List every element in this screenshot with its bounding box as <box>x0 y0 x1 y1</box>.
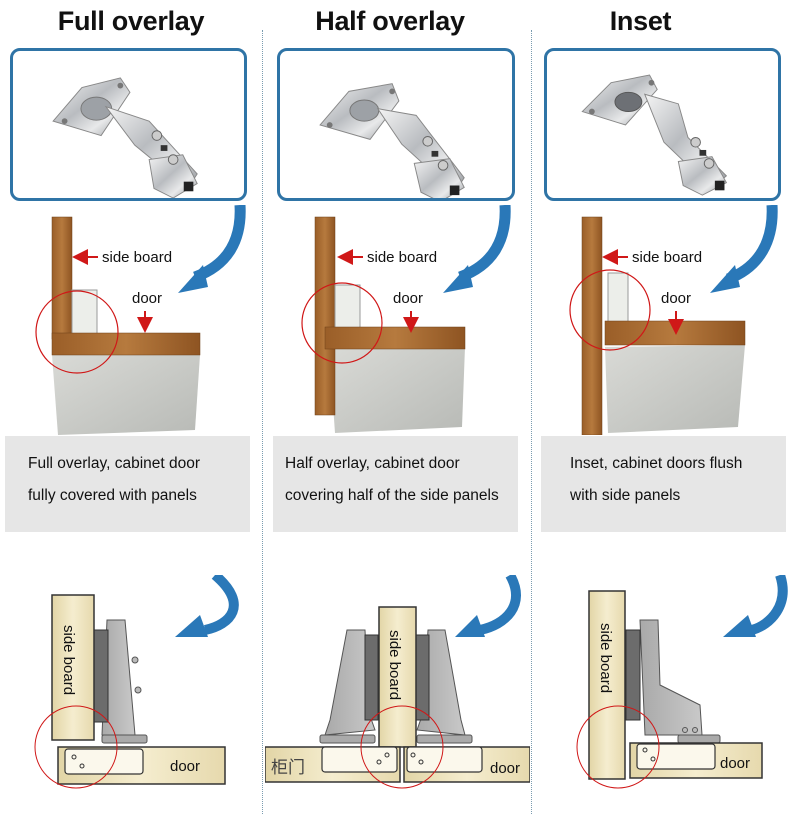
blue-arrow-head-icon <box>175 615 208 637</box>
highlight-circle <box>360 705 444 789</box>
column-divider <box>531 30 532 814</box>
hinge-diagram-half-overlay: side board 柜门 door <box>265 575 530 789</box>
panel-title: Half overlay <box>315 6 465 36</box>
door-label: door <box>490 760 520 777</box>
side-board-label: side board <box>60 625 77 695</box>
panel-full-overlay: Full overlay <box>0 0 262 814</box>
hinge-photo-frame <box>544 48 781 201</box>
blue-arrow-head-icon <box>710 265 740 293</box>
highlight-circle <box>576 705 660 789</box>
blue-arrow-head-icon <box>178 265 208 293</box>
cabinet-photo: side board door <box>35 205 246 435</box>
side-board-label: side board <box>386 630 403 700</box>
caption-line: covering half of the side panels <box>285 487 499 504</box>
hinge-photo-frame <box>10 48 247 201</box>
panel-half-overlay: Half overlay side board doo <box>265 0 530 814</box>
cabinet-photo: side board door <box>569 205 778 435</box>
blue-arrow-head-icon <box>723 615 756 637</box>
panel-inset: Inset side board door <box>533 0 790 814</box>
highlight-circle <box>35 290 119 374</box>
caption-line: Inset, cabinet doors flush <box>570 455 743 472</box>
caption-line: Full overlay, cabinet door <box>28 455 201 472</box>
cabinet-photo: side board door <box>301 205 511 433</box>
blue-arrow-icon <box>478 575 521 635</box>
blue-arrow-head-icon <box>443 265 473 293</box>
blue-arrow-icon <box>457 205 511 283</box>
caption-box: Full overlay, cabinet door fully covered… <box>5 436 250 532</box>
hinge-diagram-full-overlay: side board door <box>34 575 239 789</box>
side-board-label: side board <box>597 623 614 693</box>
caption-line: with side panels <box>570 487 681 504</box>
caption-line: fully covered with panels <box>28 487 197 504</box>
panel-title: Inset <box>609 6 672 36</box>
column-divider <box>262 30 263 814</box>
blue-arrow-icon <box>203 575 239 635</box>
hinge-photo <box>319 83 465 198</box>
door-label: door <box>170 758 200 775</box>
door-label: door <box>661 290 691 307</box>
door-label: door <box>393 290 423 307</box>
highlight-circle <box>569 269 651 351</box>
side-board-label: side board <box>632 249 702 266</box>
caption-box: Inset, cabinet doors flush with side pan… <box>541 436 786 532</box>
door-label-cn: 柜门 <box>271 758 305 777</box>
side-board-label: side board <box>102 249 172 266</box>
hinge-diagram-inset: side board door <box>576 575 788 789</box>
side-board-label: side board <box>367 249 437 266</box>
hinge-photo <box>52 77 198 198</box>
panel-title: Full overlay <box>57 6 205 36</box>
highlight-circle <box>301 282 383 364</box>
highlight-circle <box>34 705 118 789</box>
caption-box: Half overlay, cabinet door covering half… <box>273 436 518 532</box>
hinge-photo <box>581 74 728 196</box>
door-label: door <box>132 290 162 307</box>
hinge-photo-frame <box>277 48 515 201</box>
caption-line: Half overlay, cabinet door <box>285 455 460 472</box>
blue-arrow-head-icon <box>455 615 485 637</box>
blue-arrow-icon <box>750 575 788 635</box>
door-label: door <box>720 755 750 772</box>
blue-arrow-icon <box>192 205 246 283</box>
